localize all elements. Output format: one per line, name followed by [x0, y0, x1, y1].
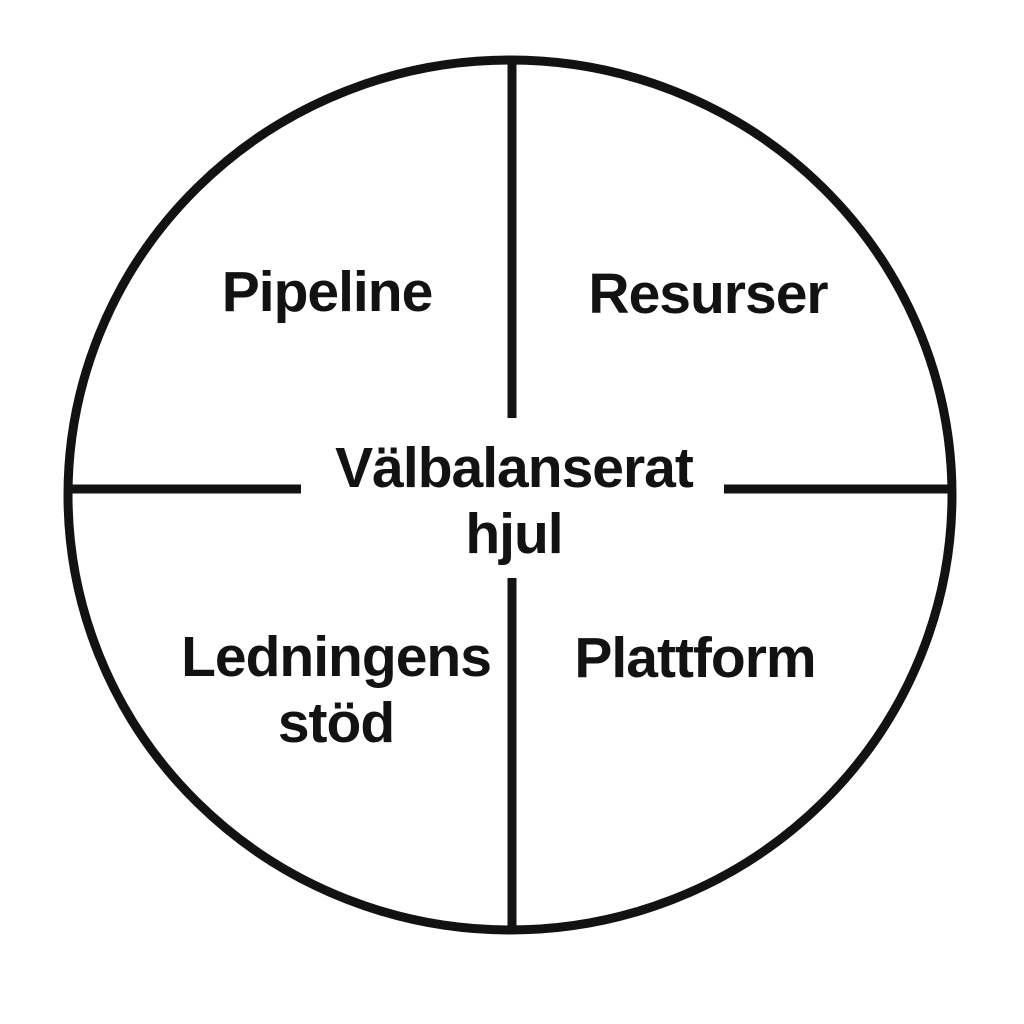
quadrant-label-pipeline: Pipeline — [221, 260, 434, 324]
quadrant-label-ledningens-line2: stöd — [277, 691, 395, 755]
quadrant-label-resurser: Resurser — [588, 262, 828, 326]
center-label: Välbalanserat hjul — [335, 435, 694, 567]
wheel-circle — [63, 55, 957, 935]
center-label-line1: Välbalanserat — [335, 436, 694, 500]
quadrant-label-plattform: Plattform — [574, 626, 816, 690]
quadrant-label-ledningens-stod: Ledningens stöd — [181, 624, 492, 756]
center-label-line2: hjul — [465, 502, 563, 566]
quadrant-label-ledningens-line1: Ledningens — [181, 625, 492, 689]
